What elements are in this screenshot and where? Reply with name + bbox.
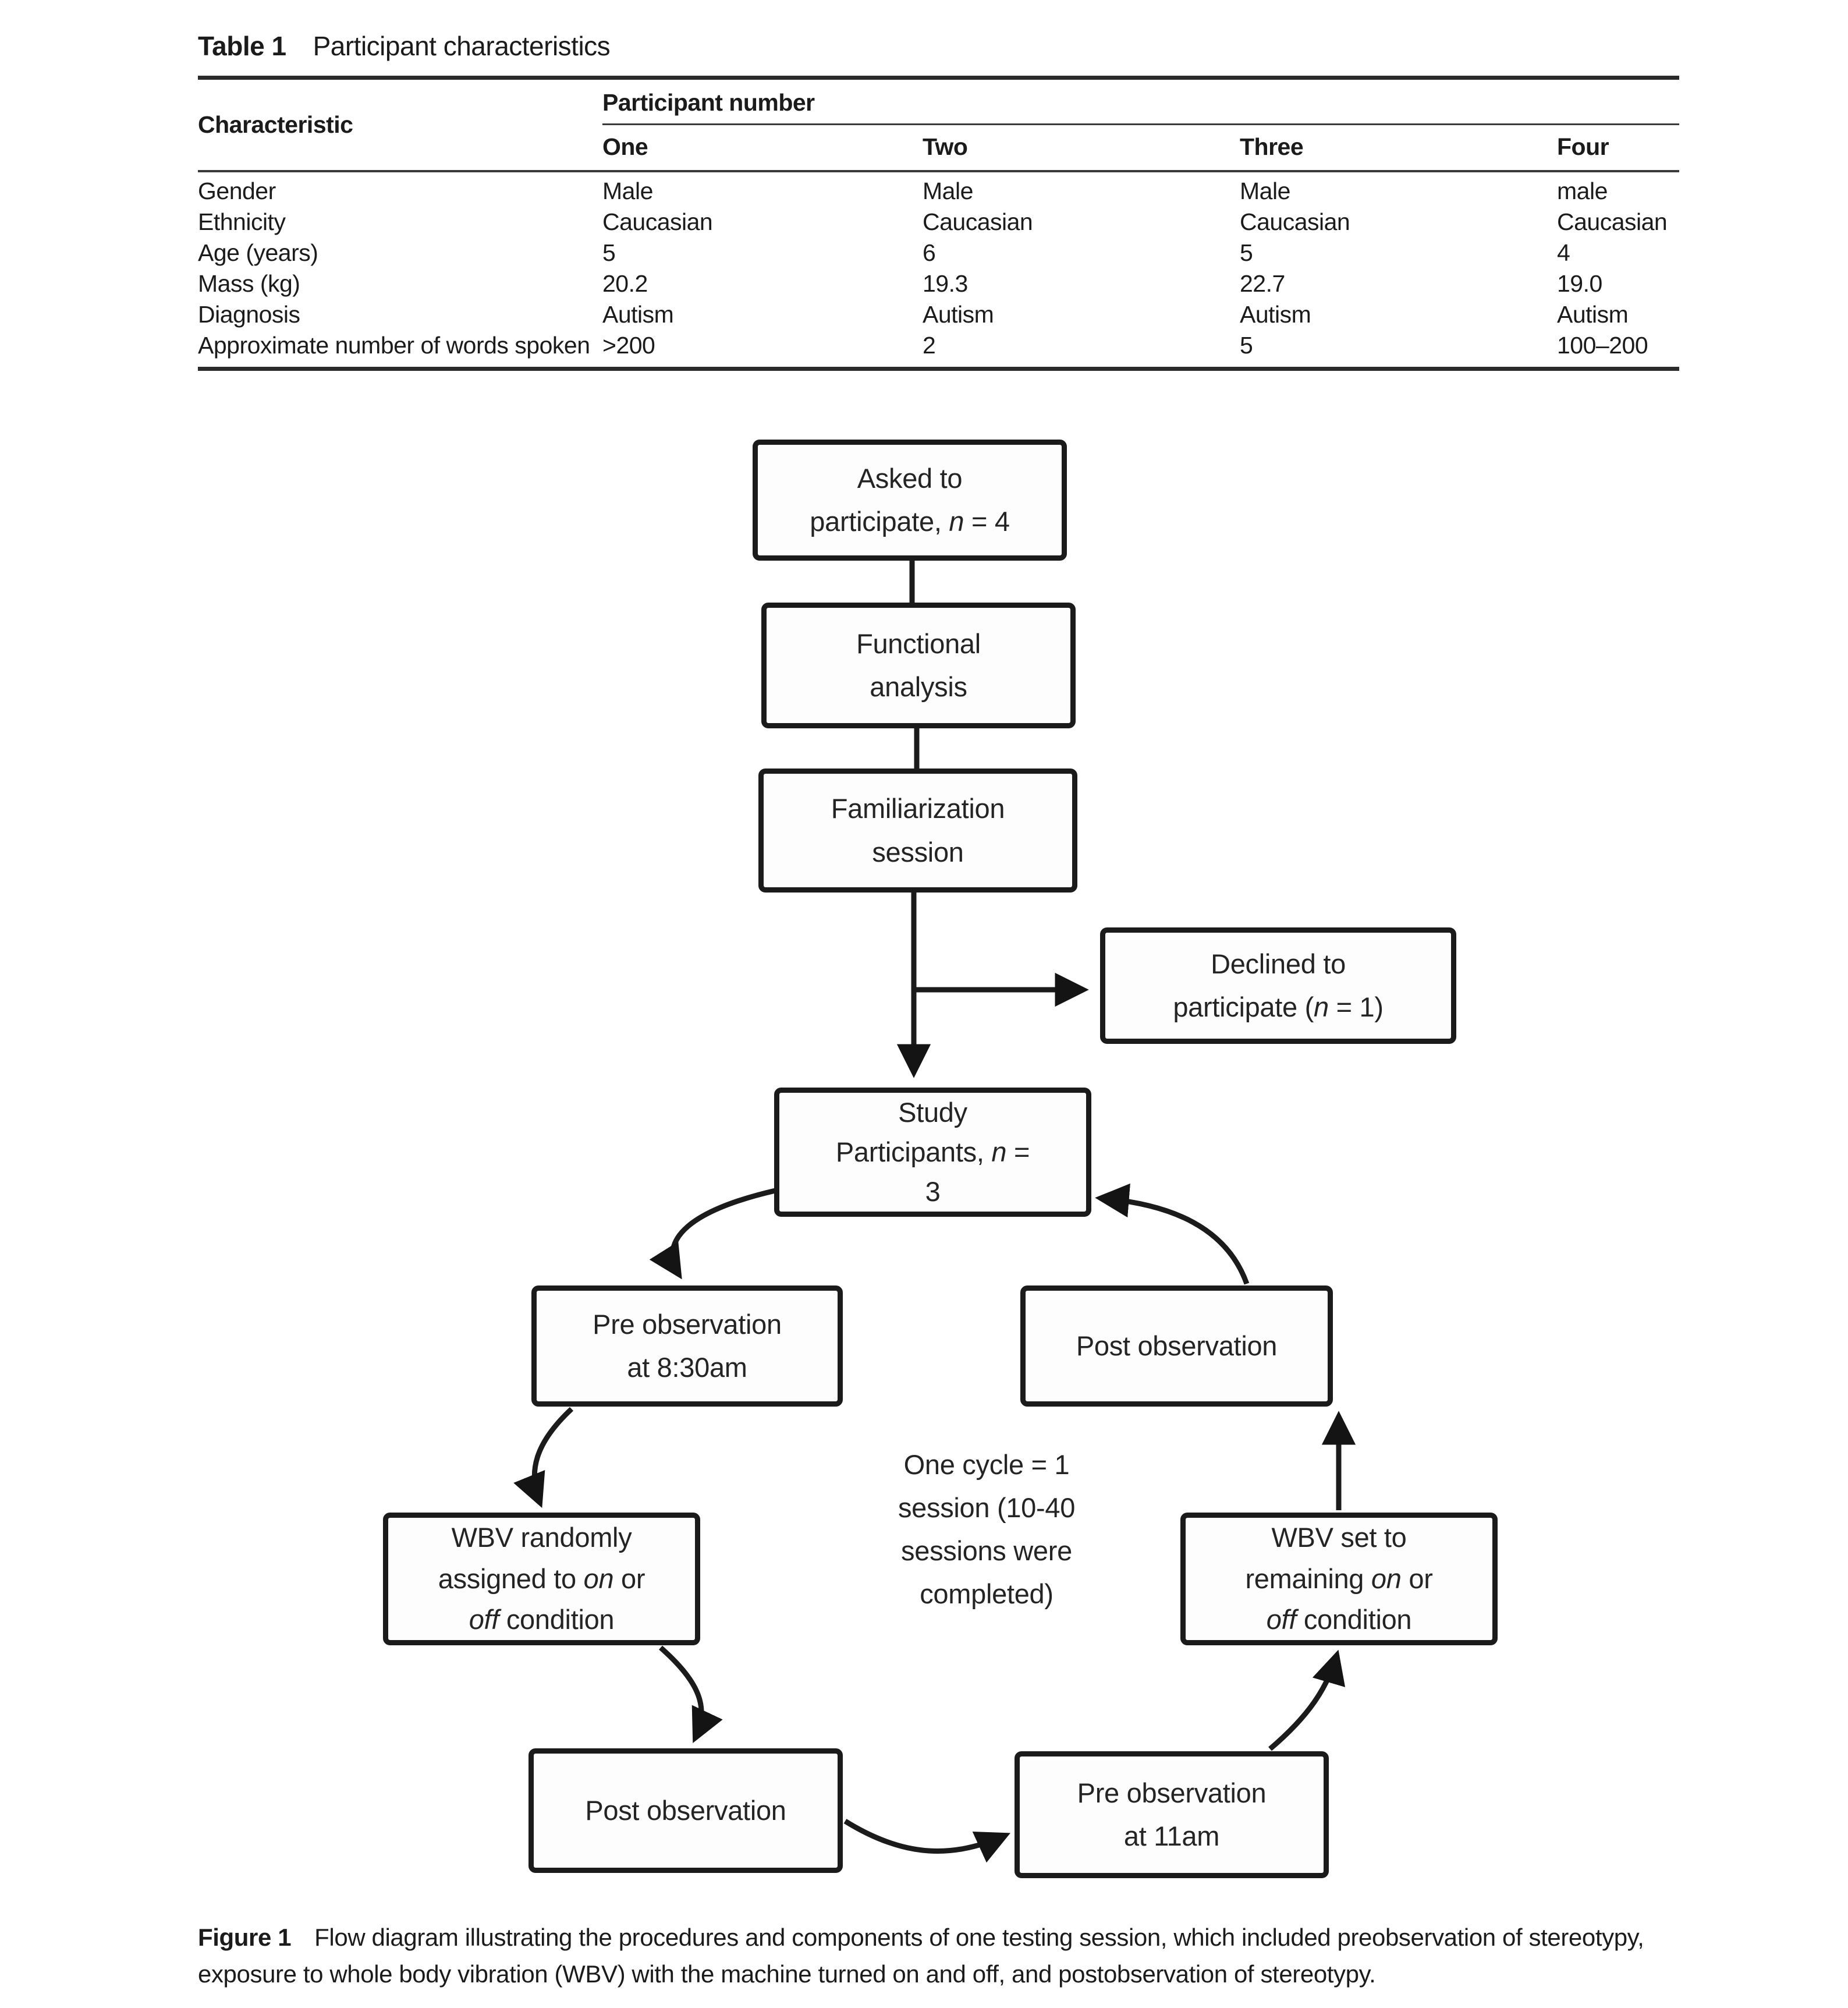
column-group-header: Participant number	[602, 80, 1679, 125]
table-title: Table 1 Participant characteristics	[198, 30, 611, 62]
flow-box-asked-to-participate: Asked to participate, n = 4	[753, 440, 1067, 561]
flow-box-wbv-randomly-assigned: WBV randomly assigned to on or off condi…	[383, 1513, 700, 1645]
flow-box-wbv-set-remaining: WBV set to remaining on or off condition	[1180, 1513, 1498, 1645]
table-header: Characteristic Participant number One Tw…	[198, 80, 1679, 172]
participant-column-headers: One Two Three Four	[602, 125, 1679, 170]
flow-box-familiarization-session: Familiarization session	[758, 769, 1077, 893]
flow-box-label: Pre observation at 8:30am	[593, 1308, 782, 1383]
flow-box-label: Declined to participate (n = 1)	[1173, 948, 1384, 1022]
column-header-one: One	[602, 133, 648, 160]
table-title-text: Participant characteristics	[313, 31, 611, 61]
flow-box-label: Functional analysis	[856, 628, 981, 702]
table-row: Diagnosis Autism Autism Autism Autism	[198, 301, 1629, 328]
flow-box-label: WBV set to remaining on or off condition	[1245, 1522, 1433, 1635]
participant-characteristics-table: Characteristic Participant number One Tw…	[198, 76, 1679, 371]
flow-box-post-observation-top: Post observation	[1020, 1285, 1333, 1407]
arrow-post-bl-to-pre11	[843, 1819, 1010, 1863]
arrow-post-tr-to-study	[1095, 1183, 1250, 1285]
table-row: Ethnicity Caucasian Caucasian Caucasian …	[198, 208, 1668, 235]
flow-box-label: Familiarization session	[831, 793, 1005, 867]
table-number-label: Table 1	[198, 31, 286, 61]
flow-box-label: Post observation	[585, 1794, 786, 1826]
arrow-pre11-to-wbv-set	[1268, 1649, 1346, 1751]
flow-box-pre-observation-830: Pre observation at 8:30am	[531, 1285, 843, 1407]
table-row: Age (years) 5 6 5 4	[198, 239, 1570, 266]
figure-number-label: Figure 1	[198, 1924, 292, 1951]
arrow-study-to-pre830	[649, 1188, 776, 1280]
flow-box-pre-observation-11am: Pre observation at 11am	[1015, 1751, 1329, 1878]
flow-box-label: Study Participants, n = 3	[835, 1096, 1030, 1207]
table-row: Mass (kg) 20.2 19.3 22.7 19.0	[198, 270, 1602, 297]
arrow-wbv-random-to-post-bl	[659, 1645, 723, 1743]
flow-box-label: WBV randomly assigned to on or off condi…	[438, 1522, 645, 1635]
figure-caption-text: Flow diagram illustrating the procedures…	[198, 1924, 1644, 1988]
table-body: Gender Male Male Male male Ethnicity Cau…	[198, 176, 1679, 367]
participant-number-group: Participant number One Two Three Four	[602, 80, 1679, 170]
column-header-characteristic: Characteristic	[198, 111, 353, 138]
flow-box-declined-to-participate: Declined to participate (n = 1)	[1100, 927, 1456, 1044]
cycle-note: One cycle = 1 session (10-40 sessions we…	[815, 1433, 1158, 1625]
column-header-two: Two	[923, 133, 968, 160]
cycle-note-label: One cycle = 1 session (10-40 sessions we…	[898, 1449, 1076, 1610]
flow-box-label: Pre observation at 11am	[1077, 1777, 1267, 1851]
flow-box-study-participants: Study Participants, n = 3	[774, 1088, 1091, 1217]
table-row: Approximate number of words spoken >200 …	[198, 332, 1648, 359]
flow-box-post-observation-bottom: Post observation	[528, 1748, 843, 1873]
flow-box-label: Asked to participate, n = 4	[810, 462, 1010, 537]
flow-box-label: Post observation	[1076, 1330, 1278, 1361]
flow-box-functional-analysis: Functional analysis	[761, 603, 1076, 728]
column-header-three: Three	[1240, 133, 1304, 160]
column-header-four: Four	[1557, 133, 1609, 160]
table-row: Gender Male Male Male male	[198, 178, 1608, 204]
arrow-pre830-to-wbv-random	[513, 1407, 574, 1508]
